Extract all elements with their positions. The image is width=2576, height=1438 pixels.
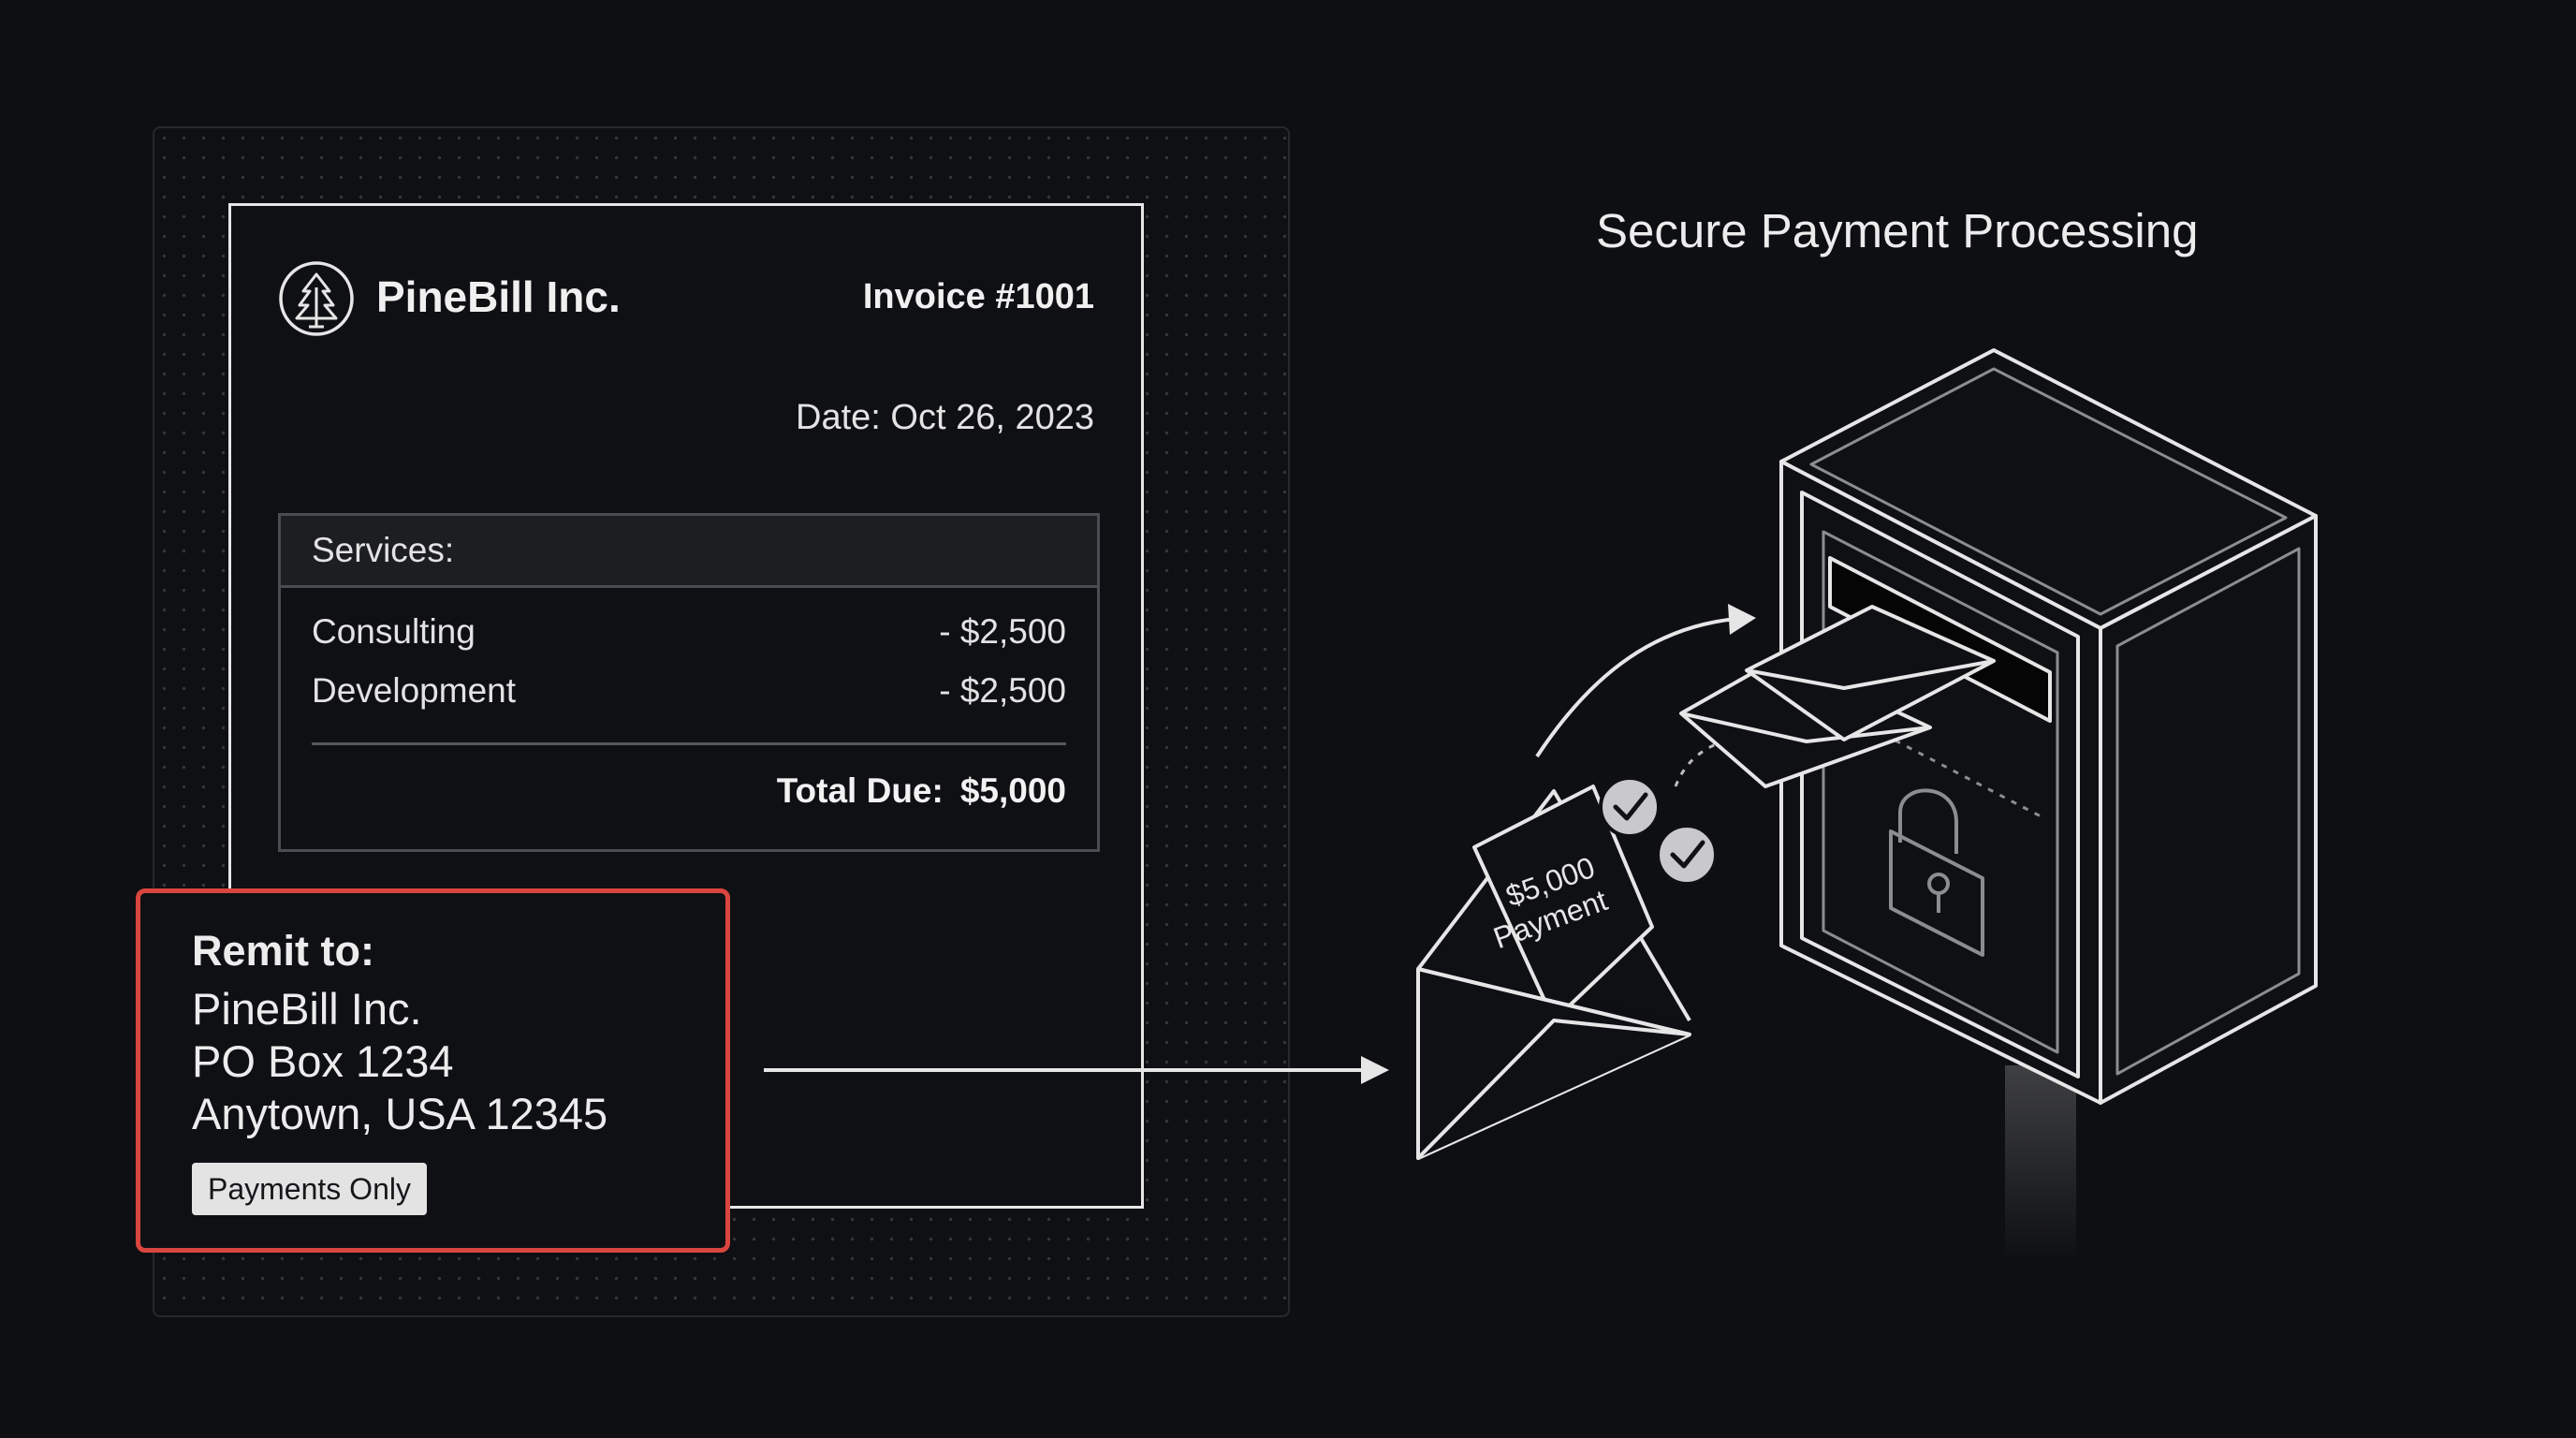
motion-arrow-icon <box>1535 616 1749 758</box>
check-icon <box>1656 824 1718 886</box>
remit-line: PineBill Inc. <box>192 984 422 1034</box>
payments-only-badge: Payments Only <box>192 1163 427 1215</box>
service-row: Consulting - $2,500 <box>312 612 1066 652</box>
service-amount: - $2,500 <box>939 612 1066 651</box>
remit-line: PO Box 1234 <box>192 1036 454 1086</box>
services-header: Services: <box>281 516 1097 588</box>
invoice-date: Date: Oct 26, 2023 <box>796 398 1094 437</box>
total-due: Total Due: $5,000 <box>777 771 1066 811</box>
service-name: Development <box>312 671 517 710</box>
flow-arrow-icon <box>764 1056 1389 1084</box>
total-value: $5,000 <box>959 771 1066 810</box>
service-amount: - $2,500 <box>939 671 1066 710</box>
service-name: Consulting <box>312 612 476 651</box>
dashed-trail <box>1674 740 1723 787</box>
inserted-envelope-icon <box>1679 605 1996 788</box>
service-row: Development - $2,500 <box>312 671 1066 711</box>
mailbox-post <box>2005 1065 2076 1262</box>
remit-to-callout: Remit to: PineBill Inc. PO Box 1234 Anyt… <box>136 888 730 1253</box>
remit-line: Anytown, USA 12345 <box>192 1089 608 1138</box>
padlock-icon <box>1889 788 1984 957</box>
invoice-number: Invoice #1001 <box>862 277 1094 316</box>
total-label: Total Due: <box>776 771 944 810</box>
motion-arrowhead <box>1728 604 1756 635</box>
company-name: PineBill Inc. <box>376 272 621 321</box>
payment-envelope-icon <box>1416 785 1691 1160</box>
check-icon <box>1599 776 1661 838</box>
services-table: Services: Consulting - $2,500 Developmen… <box>278 513 1100 852</box>
remit-title: Remit to: <box>192 927 374 975</box>
total-divider <box>312 742 1066 745</box>
diagram-heading: Secure Payment Processing <box>1596 204 2199 257</box>
pine-tree-icon <box>279 261 354 336</box>
